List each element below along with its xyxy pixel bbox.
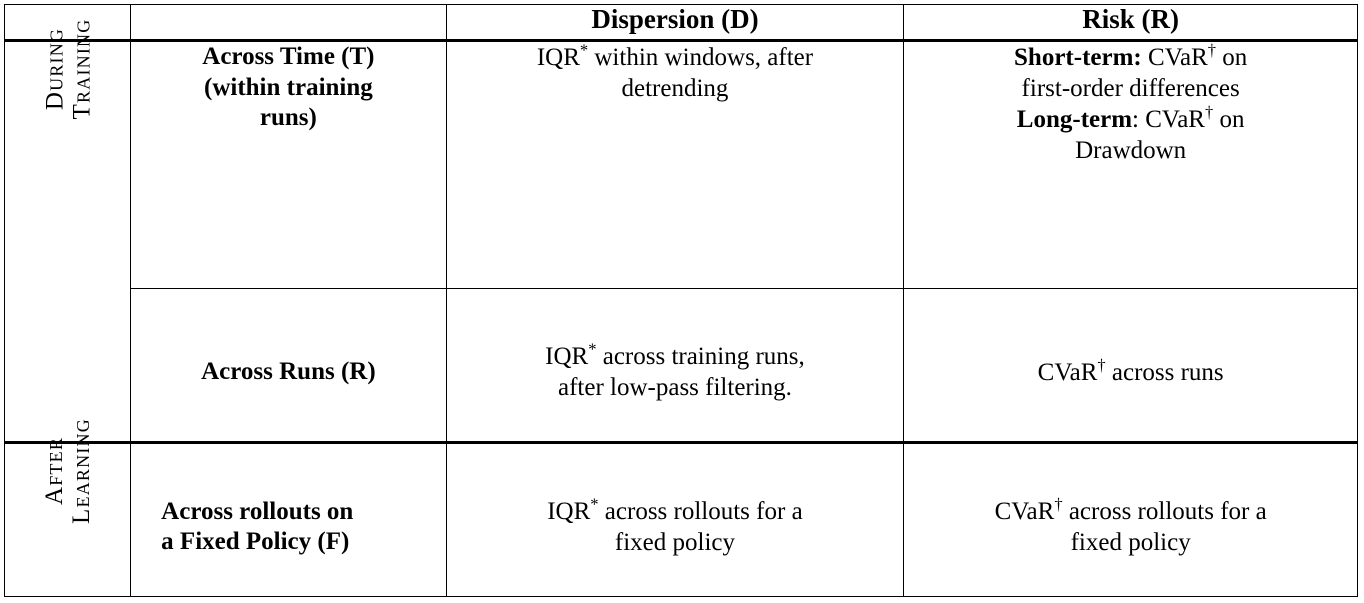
asterisk-mark: *: [579, 40, 589, 60]
dispersion-line-1-rest: within windows, after: [588, 44, 814, 71]
dispersion-line-1-rest: across rollouts for a: [598, 498, 803, 526]
risk-long-term-line-2: Drawdown: [1075, 137, 1187, 164]
group-label-line-2: Learning: [68, 418, 95, 525]
dispersion-line-2: after low-pass filtering.: [557, 374, 792, 402]
cvar-acronym: CVaR: [994, 498, 1055, 526]
dispersion-line-2: fixed policy: [614, 529, 736, 557]
dagger-mark-short: †: [1207, 40, 1216, 60]
risk-line-1-rest: across rollouts for a: [1062, 498, 1267, 526]
cell-dispersion-across-runs: IQR* across training runs, after low-pas…: [446, 288, 905, 443]
group-label-after-learning: After Learning: [4, 418, 132, 597]
dispersion-risk-metrics-table: Dispersion (D) Risk (R) During Training …: [4, 4, 1358, 597]
header-corner-group-cell: [4, 4, 132, 42]
risk-line-1: CVaR† across rollouts for a: [904, 496, 1357, 527]
risk-short-term-line-1: Short-term: CVaR† on: [904, 42, 1357, 73]
iqr-acronym: IQR: [545, 343, 589, 371]
long-term-tail: on: [1213, 106, 1245, 133]
risk-short-term-line-2: first-order differences: [1021, 75, 1240, 102]
rotated-label-wrap: After Learning: [5, 418, 131, 524]
row-label-line-3: runs): [259, 104, 317, 131]
row-label-line-1: Across rollouts on: [161, 497, 354, 525]
group-label-text: After Learning: [41, 418, 95, 524]
short-term-label: Short-term:: [1014, 44, 1142, 71]
dispersion-line-1: IQR* across rollouts for a: [447, 496, 904, 527]
header-risk: Risk (R): [903, 4, 1358, 42]
rotated-label-wrap: During Training: [5, 19, 131, 120]
table-header-row: Dispersion (D) Risk (R): [4, 4, 1358, 42]
cvar-acronym-long: CVaR: [1145, 106, 1205, 133]
dagger-mark: †: [1097, 355, 1106, 375]
asterisk-mark: *: [588, 339, 597, 359]
long-term-colon: :: [1132, 106, 1139, 133]
long-term-label: Long-term: [1016, 106, 1133, 133]
cell-dispersion-across-rollouts: IQR* across rollouts for a fixed policy: [446, 441, 905, 597]
group-label-line-1: During: [41, 27, 68, 111]
header-dispersion: Dispersion (D): [446, 4, 905, 42]
cvar-acronym-short: CVaR: [1148, 44, 1208, 71]
dispersion-line-2: detrending: [621, 75, 729, 102]
group-label-during-training: During Training: [4, 19, 132, 443]
group-label-line-2: Training: [68, 18, 95, 120]
cell-dispersion-across-time: IQR* within windows, after detrending: [446, 40, 905, 289]
cell-risk-across-runs: CVaR† across runs: [903, 288, 1358, 443]
dagger-mark: †: [1054, 494, 1063, 514]
short-term-tail: on: [1216, 44, 1248, 71]
row-label-across-time: Across Time (T) (within training runs): [130, 40, 447, 289]
row-label-line-1: Across Runs (R): [201, 358, 376, 386]
dispersion-line-1-rest: across training runs,: [596, 343, 805, 371]
table-row: During Training Across Time (T) (within …: [4, 19, 1358, 443]
cell-risk-across-time: Short-term: CVaR† on first-order differe…: [903, 40, 1358, 289]
row-label-across-rollouts: Across rollouts on a Fixed Policy (F): [130, 441, 447, 597]
asterisk-mark: *: [590, 494, 599, 514]
risk-line-1: CVaR† across runs: [904, 357, 1357, 388]
table-row: Across Runs (R) IQR* across training run…: [5, 288, 1358, 443]
group-label-line-1: After: [41, 437, 68, 506]
row-label-line-1: Across Time (T): [202, 43, 375, 70]
table-row: After Learning Across rollouts on a Fixe…: [4, 418, 1358, 597]
cvar-acronym: CVaR: [1037, 358, 1098, 386]
row-label-across-runs: Across Runs (R): [130, 288, 447, 443]
dagger-mark-long: †: [1204, 102, 1214, 122]
dispersion-line-1: IQR* within windows, after: [447, 42, 904, 73]
iqr-acronym: IQR: [536, 44, 580, 71]
dispersion-line-1: IQR* across training runs,: [447, 341, 904, 372]
group-label-text: During Training: [41, 19, 95, 120]
row-label-line-2: (within training: [204, 73, 373, 101]
iqr-acronym: IQR: [547, 498, 591, 526]
risk-line-2: fixed policy: [1070, 529, 1191, 557]
risk-line-1-rest: across runs: [1105, 358, 1224, 386]
cell-risk-across-rollouts: CVaR† across rollouts for a fixed policy: [903, 441, 1358, 597]
header-corner-scope-cell: [130, 4, 447, 42]
row-label-line-2: a Fixed Policy (F): [161, 528, 350, 556]
risk-long-term-line-1: Long-term: CVaR† on: [904, 104, 1357, 135]
